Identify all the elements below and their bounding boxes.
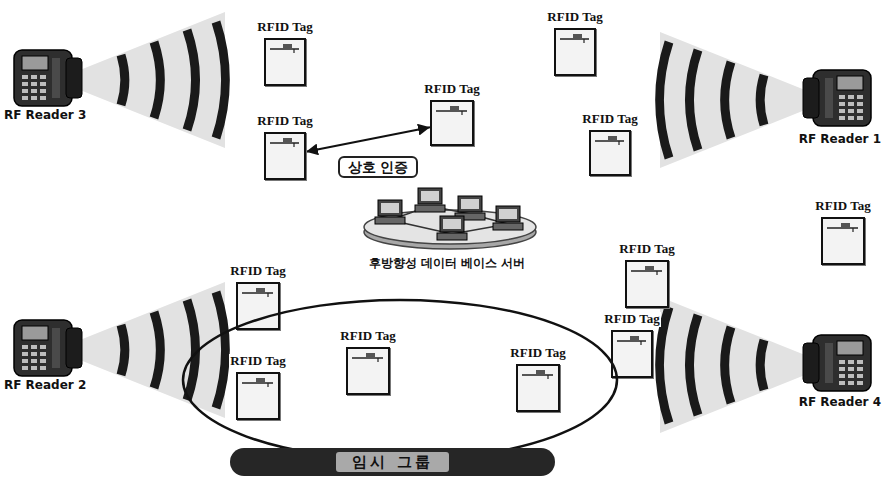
tag-chip: [613, 332, 650, 375]
tag-label: RFID Tag: [423, 82, 480, 97]
tag-chip: [823, 219, 862, 262]
tag-label: RFID Tag: [256, 114, 313, 129]
rf-reader: [660, 32, 871, 168]
tag-chip: [348, 349, 387, 392]
group-bar: 임시 그룹: [230, 448, 555, 476]
rfid-tag: RFID Tag: [420, 82, 484, 146]
server-label: 후방향성 데이터 베이스 서버: [369, 256, 526, 270]
tag-chip: [627, 262, 666, 305]
tag-chip: [266, 40, 303, 83]
tag-chip: [266, 134, 303, 177]
reader-label: RF Reader 1: [799, 132, 881, 146]
edge-label: 상호 인증: [338, 156, 419, 179]
tag-square: [264, 132, 306, 180]
rfid-tag: RFID Tag: [336, 329, 400, 395]
tag-square: [236, 282, 280, 330]
tag-square: [516, 364, 560, 412]
tag-square: [236, 372, 280, 420]
rfid-tag: RFID Tag: [253, 20, 317, 86]
rfid-tag: RFID Tag: [506, 346, 570, 412]
rf-reader: [14, 282, 225, 418]
tag-square: [821, 217, 865, 265]
rfid-tag: RFID Tag: [253, 114, 317, 180]
tag-chip: [518, 366, 557, 409]
tag-label: RFID Tag: [581, 112, 638, 127]
connector-arrow: [306, 127, 430, 152]
tag-label: RFID Tag: [509, 346, 566, 361]
rfid-tag: RFID Tag: [543, 10, 607, 76]
tag-label: RFID Tag: [546, 10, 603, 25]
rf-reader: [660, 297, 871, 433]
tag-square: [611, 330, 653, 378]
tag-label: RFID Tag: [618, 242, 675, 257]
tag-label: RFID Tag: [339, 329, 396, 344]
tag-chip: [238, 374, 277, 417]
tag-label: RFID Tag: [814, 199, 871, 214]
reader-label: RF Reader 3: [4, 108, 86, 122]
tag-label: RFID Tag: [229, 354, 286, 369]
group-ellipse: 임시 그룹RFID TagRFID TagRFID Tag: [180, 296, 620, 477]
rfid-tag: RFID Tag: [226, 354, 290, 420]
group-ellipse-line: [183, 300, 617, 460]
tag-label: RFID Tag: [229, 264, 286, 279]
reader-label: RF Reader 2: [4, 378, 86, 392]
tag-square: [264, 38, 306, 86]
rf-reader: [14, 12, 225, 148]
tag-label: RFID Tag: [603, 312, 660, 327]
tag-label: RFID Tag: [256, 20, 313, 35]
tag-square: [625, 260, 669, 308]
tag-chip: [556, 30, 593, 73]
tag-chip: [432, 102, 471, 143]
tag-square: [554, 28, 596, 76]
tag-square: [346, 347, 390, 395]
rfid-tag: RFID Tag: [578, 112, 642, 176]
rfid-tag: RFID Tag: [811, 199, 875, 265]
rfid-tag: RFID Tag: [600, 312, 664, 378]
tag-chip: [591, 132, 628, 173]
rfid-tag: RFID Tag: [615, 242, 679, 308]
reader-label: RF Reader 4: [799, 395, 881, 409]
tag-square: [430, 100, 474, 146]
database-server: [364, 188, 536, 249]
group-label: 임시 그룹: [336, 452, 448, 472]
tag-square: [589, 130, 631, 176]
